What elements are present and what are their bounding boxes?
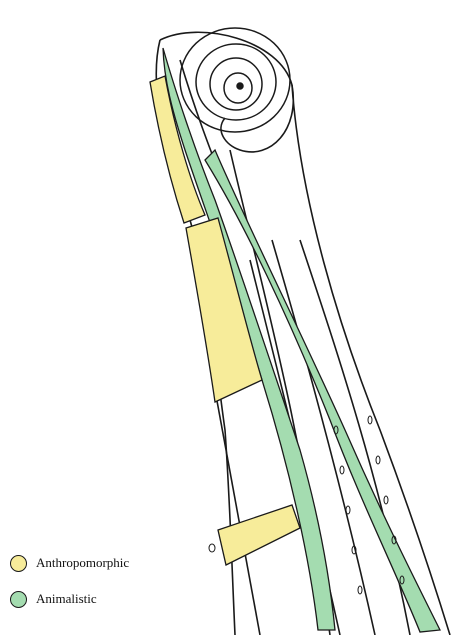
legend-label-anthropomorphic: Anthropomorphic <box>36 555 129 571</box>
legend-label-animalistic: Animalistic <box>36 591 97 607</box>
anthropomorphic-swatch-icon <box>10 555 27 572</box>
legend-item-anthropomorphic: Anthropomorphic <box>10 553 129 573</box>
scroll-volute <box>180 28 290 132</box>
legend: Anthropomorphic Animalistic <box>10 553 129 625</box>
anthropomorphic-panels <box>150 76 300 565</box>
animalistic-swatch-icon <box>10 591 27 608</box>
legend-item-animalistic: Animalistic <box>10 589 129 609</box>
prow-outline <box>156 32 450 635</box>
